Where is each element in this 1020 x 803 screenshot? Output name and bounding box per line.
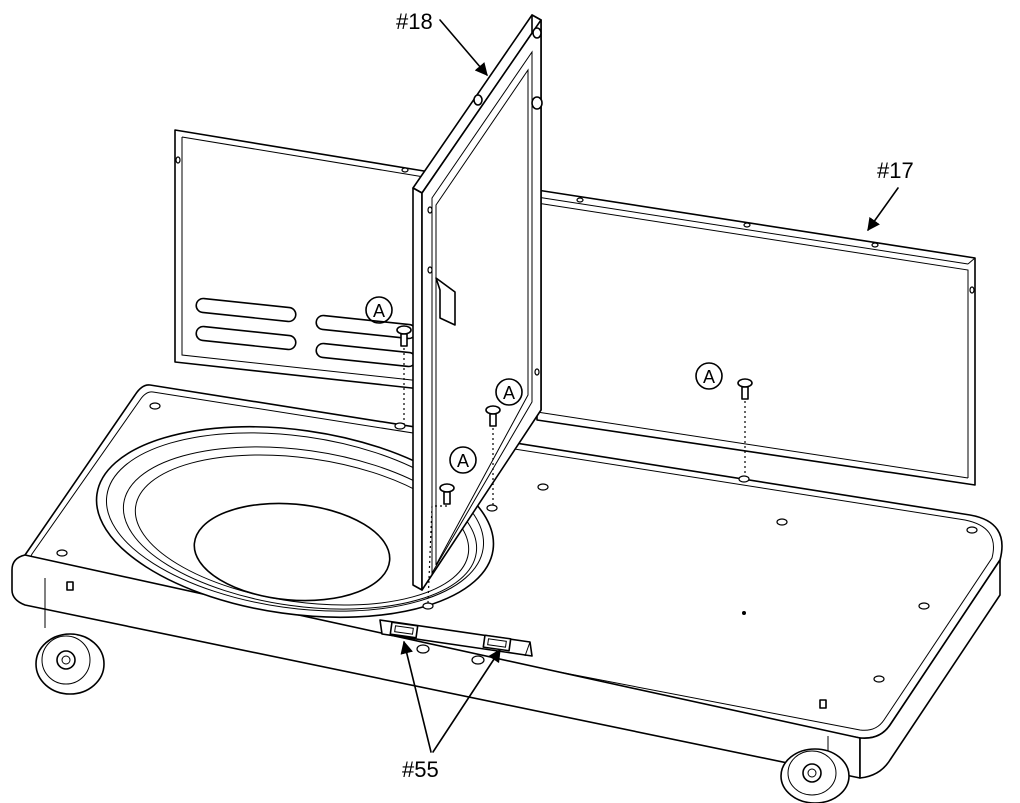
- label-18: #18: [396, 9, 433, 34]
- wheel-left: [35, 633, 105, 695]
- base-holes: [56, 402, 978, 709]
- alignment-lines: [403, 348, 746, 604]
- svg-text:A: A: [703, 367, 715, 387]
- screw-marker-3: A: [449, 446, 477, 474]
- screw-marker-1: A: [365, 296, 393, 324]
- bracket-55: [379, 619, 533, 665]
- screw-marker-4: A: [695, 362, 723, 390]
- callout-55: #55: [400, 640, 501, 782]
- screw-marker-2: A: [495, 378, 523, 406]
- tank-opening: [95, 425, 495, 619]
- callout-18: #18: [396, 9, 488, 76]
- screw-3: [439, 483, 455, 505]
- svg-text:A: A: [373, 301, 385, 321]
- svg-text:A: A: [503, 383, 515, 403]
- screw-4: [737, 378, 753, 400]
- callout-17: #17: [867, 158, 914, 232]
- side-panel-18: [412, 14, 543, 591]
- label-17: #17: [877, 158, 914, 183]
- wheel-right: [780, 748, 850, 803]
- label-55: #55: [402, 757, 439, 782]
- screw-1: [396, 325, 412, 347]
- back-panel-17: [536, 189, 976, 486]
- svg-text:A: A: [457, 451, 469, 471]
- back-panel-left: [174, 129, 431, 391]
- screw-2: [485, 405, 501, 427]
